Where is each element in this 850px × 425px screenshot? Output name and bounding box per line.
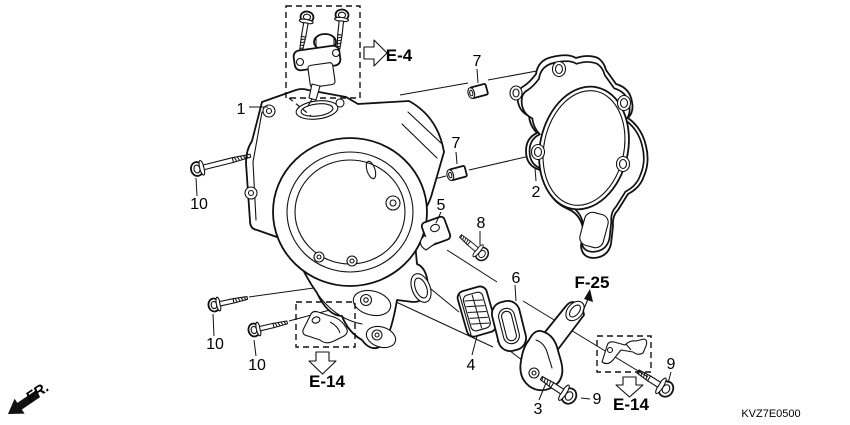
head-gasket-part	[509, 54, 649, 259]
callout-7-lower[interactable]: 7	[452, 135, 461, 152]
ref-label-e14-left[interactable]: E-14	[309, 372, 345, 391]
callout-10-lower[interactable]: 10	[248, 357, 266, 374]
bolt-10a	[188, 147, 254, 179]
clamp-part-5	[419, 215, 452, 251]
water-pipe-part-3	[519, 300, 585, 392]
callout-9-left[interactable]: 9	[593, 391, 602, 408]
callout-leader-lines	[195, 68, 672, 401]
dowel-pin-lower	[444, 164, 469, 183]
callout-7-upper[interactable]: 7	[473, 53, 482, 70]
callout-5[interactable]: 5	[437, 197, 446, 214]
e14-left-dashed-box	[295, 301, 356, 348]
stay-bracket-right	[601, 338, 648, 365]
e14-right-dashed-box	[596, 335, 652, 373]
callout-2[interactable]: 2	[532, 184, 541, 201]
ref-label-e14-right[interactable]: E-14	[613, 395, 649, 414]
e4-connector-line	[288, 97, 312, 117]
ref-label-f25[interactable]: F-25	[575, 273, 610, 292]
cylinder-part	[244, 88, 445, 350]
callout-1[interactable]: 1	[237, 101, 246, 118]
diagram-code: KVZ7E0500	[741, 408, 800, 420]
dowel-pin-upper	[465, 82, 490, 101]
gasket-part-6	[491, 300, 527, 352]
bolt-10b	[206, 290, 250, 314]
ref-label-e4[interactable]: E-4	[386, 46, 413, 65]
e14-left-arrow-icon	[308, 351, 337, 375]
bracket-left	[302, 310, 348, 344]
callout-6[interactable]: 6	[512, 270, 521, 287]
bolt-10c	[246, 314, 290, 339]
cam-chain-tensioner-assembly	[292, 7, 351, 107]
callout-8[interactable]: 8	[477, 215, 486, 232]
callout-10-middle[interactable]: 10	[206, 336, 224, 353]
f25-arrow-icon	[582, 289, 593, 312]
callout-3[interactable]: 3	[534, 401, 543, 418]
fr-direction-arrow-icon	[8, 390, 41, 414]
e14-right-arrow-icon	[615, 376, 644, 398]
callout-4[interactable]: 4	[467, 357, 476, 374]
callout-10-upper[interactable]: 10	[190, 196, 208, 213]
e4-dashed-box	[285, 5, 361, 99]
e4-arrow-icon	[363, 39, 388, 67]
plate-part-4	[456, 285, 498, 338]
callout-9-right[interactable]: 9	[667, 356, 676, 373]
